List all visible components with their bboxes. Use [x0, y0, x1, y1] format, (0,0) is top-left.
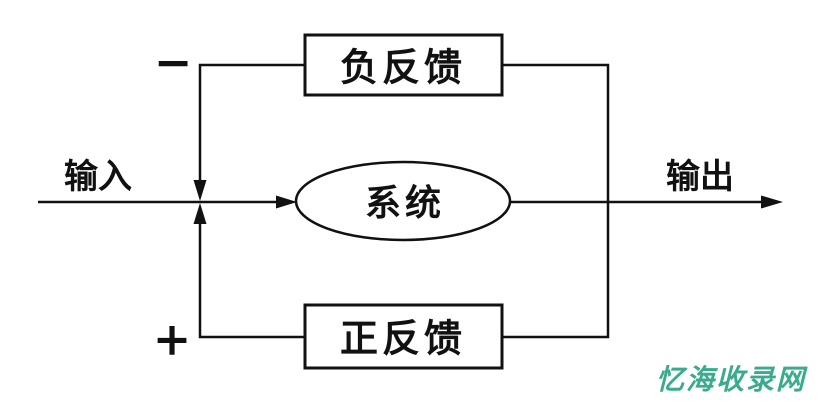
output-arrowhead-icon — [761, 195, 783, 209]
feedback-tap-rail — [502, 63, 610, 339]
input-label: 输入 — [64, 157, 132, 197]
down-arrowhead-icon — [193, 180, 207, 201]
input-arrowhead-icon — [276, 195, 297, 209]
positive-feedback-return-line — [198, 221, 305, 339]
positive-feedback-box — [303, 303, 504, 370]
system-ellipse — [294, 160, 512, 242]
watermark-text: 忆海收录网 — [656, 363, 808, 396]
negative-feedback-label: 负反馈 — [340, 45, 466, 90]
plus-sign-label: + — [153, 312, 192, 366]
system-label: 系统 — [365, 182, 445, 224]
up-arrowhead-icon — [193, 203, 207, 224]
minus-sign-label: − — [154, 35, 193, 89]
output-label: 输出 — [666, 157, 734, 197]
negative-feedback-box — [303, 33, 504, 97]
positive-feedback-label: 正反馈 — [340, 316, 466, 361]
negative-feedback-return-line — [198, 63, 305, 183]
